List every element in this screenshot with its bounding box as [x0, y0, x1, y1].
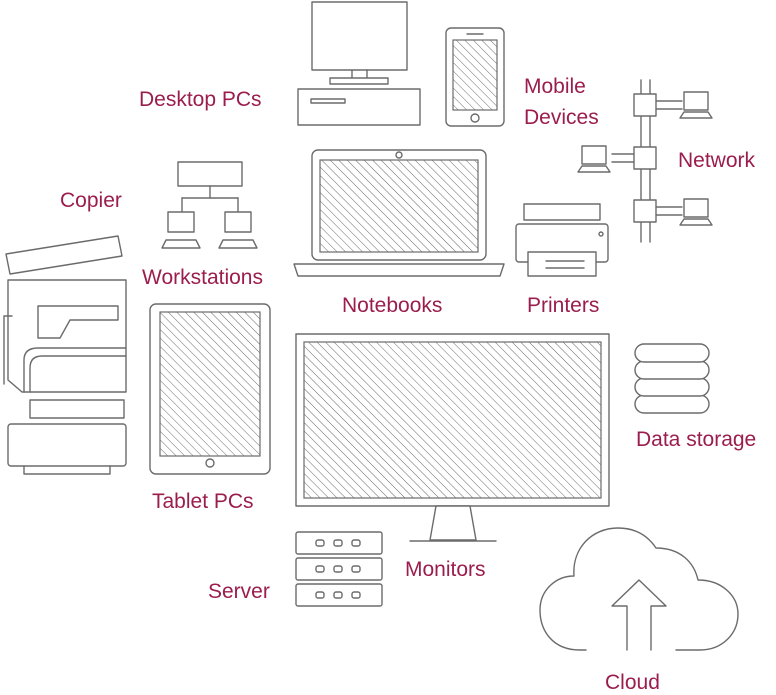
- monitor-icon: [295, 333, 610, 542]
- network-icon: [577, 79, 713, 243]
- printer-icon: [515, 203, 609, 277]
- label-network: Network: [678, 149, 756, 172]
- label-cloud: Cloud: [605, 671, 660, 694]
- label-server: Server: [208, 580, 270, 603]
- desktop-pc-icon: [297, 1, 421, 126]
- cloud-upload-icon: [539, 527, 739, 651]
- label-notebooks: Notebooks: [342, 294, 443, 317]
- label-copier: Copier: [60, 189, 122, 212]
- label-data-storage: Data storage: [636, 428, 757, 451]
- notebook-icon: [293, 149, 505, 277]
- label-mobile-devices-line-1: Mobile: [524, 75, 586, 98]
- label-printers: Printers: [527, 294, 600, 317]
- label-tablet-pcs: Tablet PCs: [152, 490, 254, 513]
- server-icon: [295, 531, 383, 607]
- data-storage-icon: [634, 343, 710, 414]
- label-monitors: Monitors: [405, 558, 486, 581]
- label-workstations: Workstations: [142, 266, 263, 289]
- mobile-phone-icon: [445, 27, 505, 127]
- label-desktop-pcs: Desktop PCs: [139, 88, 262, 111]
- tablet-icon: [149, 303, 271, 475]
- workstations-icon: [161, 161, 258, 249]
- copier-icon: [3, 235, 127, 475]
- label-mobile-devices-line-2: Devices: [524, 106, 599, 129]
